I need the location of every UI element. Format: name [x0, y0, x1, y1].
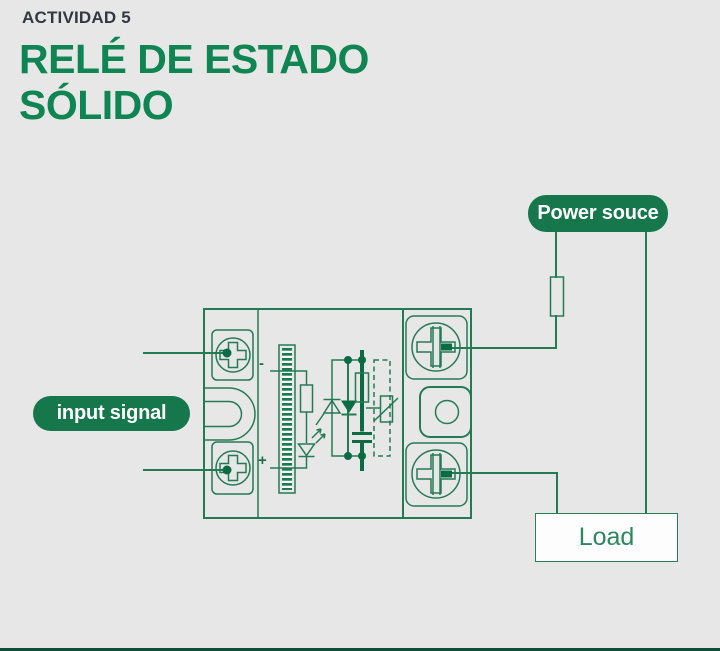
- load-box: Load: [535, 513, 678, 562]
- screw-icon: [215, 337, 251, 373]
- input-signal-label: input signal: [33, 396, 190, 431]
- page-title-line2: SÓLIDO: [19, 82, 174, 128]
- junction-dot: [358, 452, 366, 460]
- page-title: RELÉ DE ESTADO SÓLIDO: [19, 36, 369, 128]
- screw-icon: [411, 322, 461, 372]
- ssr-relay-illustration: - +: [203, 308, 472, 519]
- terminal-contact: [441, 343, 452, 351]
- screw-terminal-top-right: [405, 315, 468, 380]
- terminal-dot: [222, 465, 232, 475]
- varistor-icon: [366, 359, 399, 457]
- terminal-contact: [441, 470, 452, 478]
- triac-icon: [315, 398, 357, 426]
- junction-dot: [344, 356, 352, 364]
- screw-icon: [411, 449, 461, 499]
- power-source-label: Power souce: [528, 195, 668, 232]
- screw-terminal-top-left: [211, 329, 254, 381]
- polarity-minus: -: [259, 355, 264, 372]
- footer-accent-bar: [0, 648, 720, 651]
- activity-kicker: ACTIVIDAD 5: [22, 8, 131, 27]
- screw-icon: [215, 450, 251, 486]
- mounting-hole-icon: [434, 399, 460, 425]
- page-title-line1: RELÉ DE ESTADO: [19, 36, 369, 82]
- resistor-icon: [354, 372, 370, 403]
- mounting-tab-right: [419, 386, 472, 438]
- power-wire-left: [452, 232, 557, 349]
- barcode-label-icon: [278, 344, 296, 494]
- screw-terminal-bottom-left: [211, 441, 254, 495]
- junction-dot: [358, 356, 366, 364]
- wires: [143, 232, 647, 513]
- capacitor-icon: [352, 432, 372, 443]
- resistor-icon: [299, 384, 314, 413]
- load-wire: [452, 472, 558, 513]
- led-icon: [297, 428, 326, 458]
- relay-internal-circuit: - +: [258, 344, 399, 494]
- fuse-icon: [549, 276, 565, 317]
- junction-dot: [344, 452, 352, 460]
- mounting-notch: [203, 387, 256, 441]
- terminal-dot: [222, 348, 232, 358]
- polarity-plus: +: [258, 452, 267, 469]
- screw-terminal-bottom-right: [405, 442, 468, 507]
